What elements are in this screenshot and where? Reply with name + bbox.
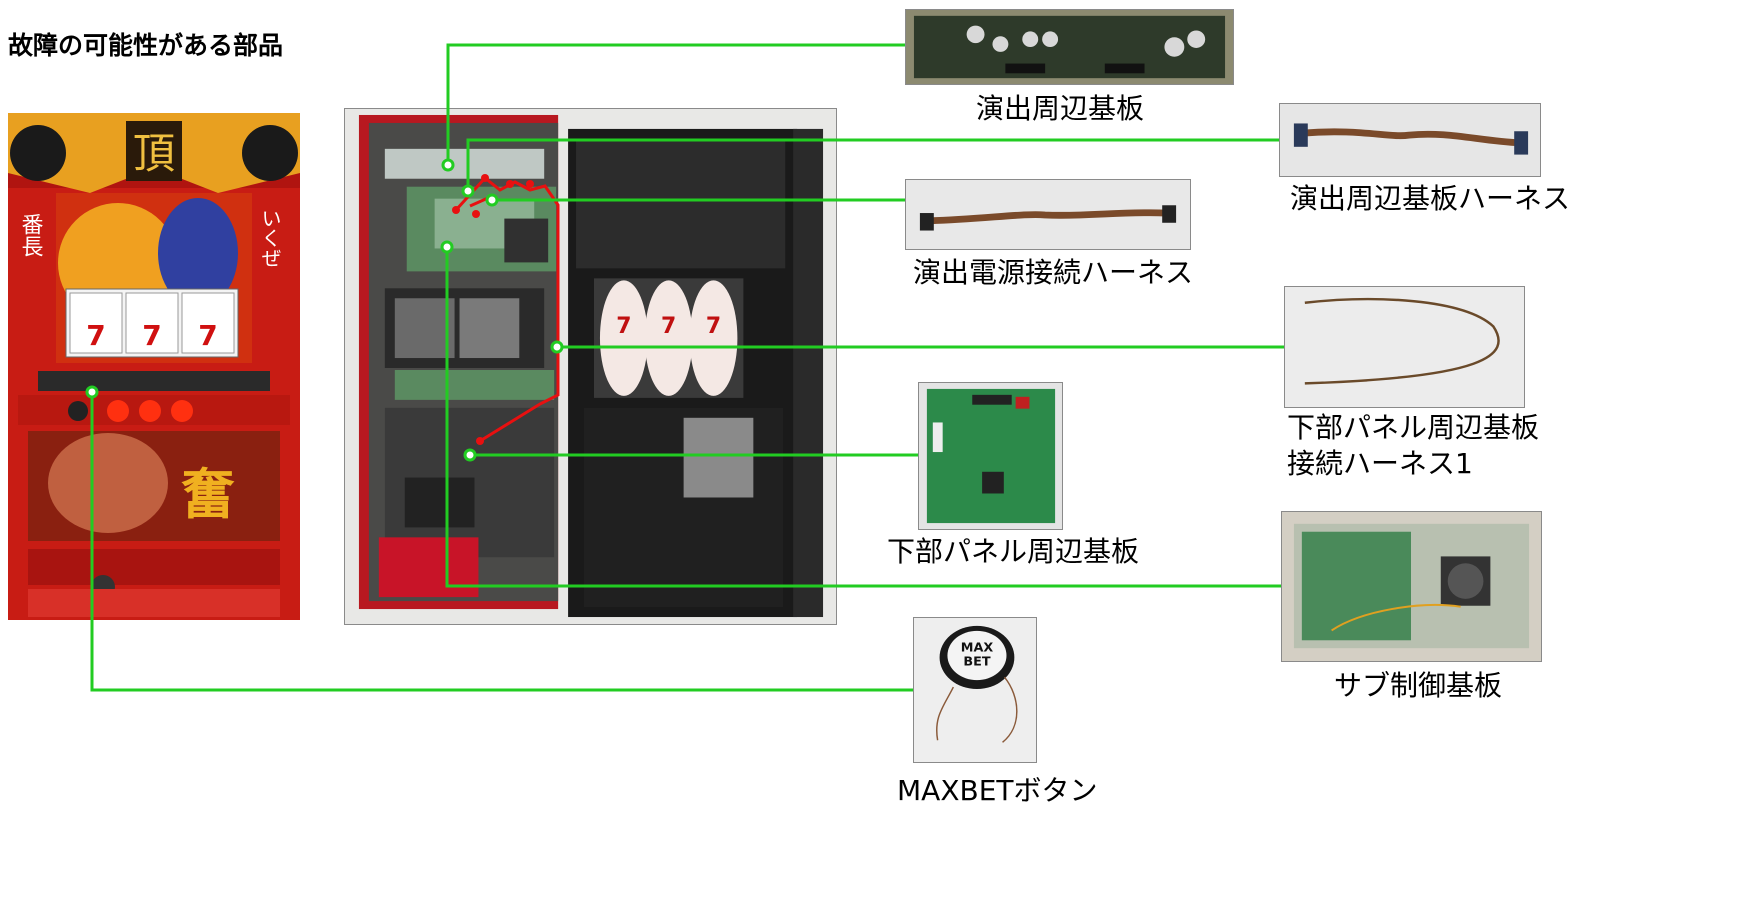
label-lower-panel-harness-line2: 接続ハーネス1 — [1287, 447, 1473, 480]
photo-effect-peripheral-harness — [1279, 103, 1541, 177]
svg-text:奮: 奮 — [181, 463, 235, 526]
slot-machine-interior-photo: 7 7 7 — [344, 108, 837, 625]
photo-effect-power-harness — [905, 179, 1191, 250]
connector-endpoints — [85, 158, 564, 462]
label-effect-power-harness: 演出電源接続ハーネス — [913, 256, 1194, 289]
photo-sub-control-board — [1281, 511, 1542, 662]
reel-symbol-1: 7 — [86, 319, 105, 352]
reel-symbol-3: 7 — [198, 319, 217, 352]
label-maxbet-button: MAXBETボタン — [897, 774, 1098, 807]
label-lower-panel-board: 下部パネル周辺基板 — [887, 535, 1140, 568]
svg-text:7: 7 — [661, 314, 676, 339]
harness-red-dots — [452, 174, 534, 445]
side-text-right: いくぜ — [258, 208, 282, 268]
line-sub-control-board — [445, 247, 1281, 588]
slot-machine-front-photo: 頂 番長 いくぜ 7 7 7 奮 — [8, 113, 300, 620]
line-maxbet-button — [90, 392, 913, 692]
svg-text:7: 7 — [616, 314, 631, 339]
maxbet-text-line2: BET — [963, 654, 990, 669]
label-sub-control-board: サブ制御基板 — [1334, 669, 1503, 702]
line-effect-peripheral-board — [446, 43, 905, 165]
svg-text:頂: 頂 — [133, 129, 175, 178]
side-text-left: 番長 — [18, 213, 44, 257]
photo-lower-panel-harness — [1284, 286, 1525, 408]
line-effect-peripheral-harness — [466, 138, 1279, 191]
photo-maxbet-button: MAX BET — [913, 617, 1037, 763]
reel-symbol-2: 7 — [142, 319, 161, 352]
photo-effect-peripheral-board — [905, 9, 1234, 85]
maxbet-text-line1: MAX — [961, 641, 994, 656]
label-lower-panel-harness-line1: 下部パネル周辺基板 — [1287, 411, 1540, 444]
svg-text:7: 7 — [706, 314, 721, 339]
photo-lower-panel-board — [918, 382, 1063, 530]
harness-path-red — [454, 175, 560, 443]
label-effect-peripheral-harness: 演出周辺基板ハーネス — [1290, 182, 1571, 215]
label-effect-peripheral-board: 演出周辺基板 — [976, 92, 1145, 125]
page-title: 故障の可能性がある部品 — [8, 31, 284, 60]
